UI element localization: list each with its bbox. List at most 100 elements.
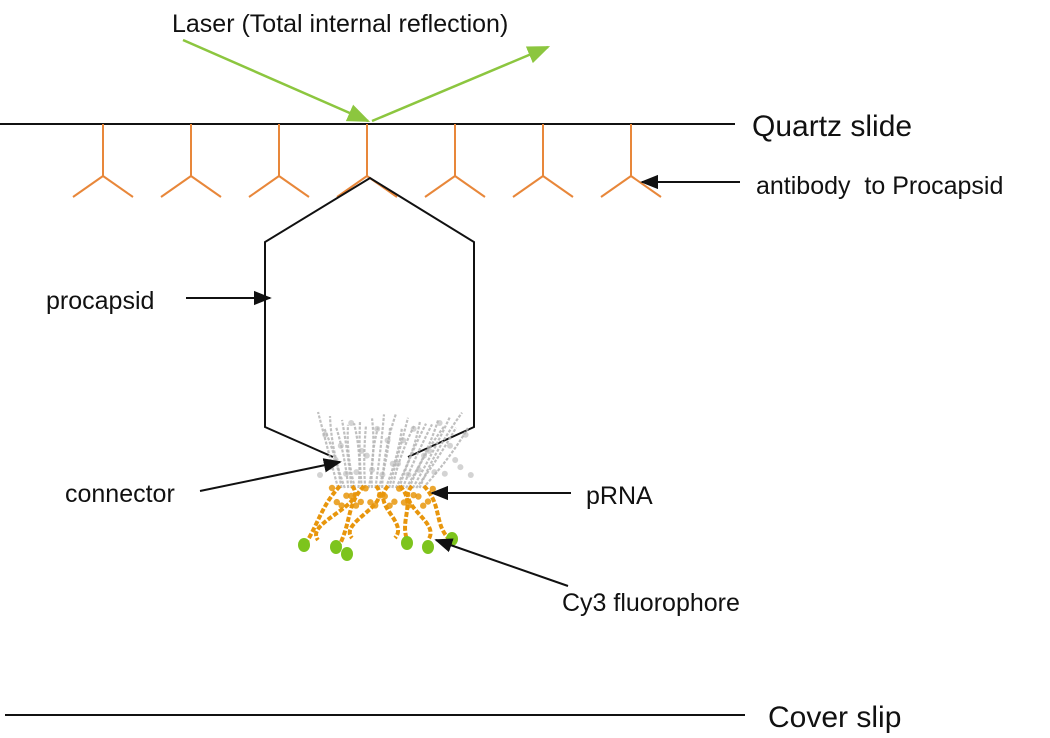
antibody-icon xyxy=(600,124,662,198)
connector-strand xyxy=(316,411,340,489)
prna-strand xyxy=(398,484,412,548)
connector-strand xyxy=(346,424,357,489)
prna-strand xyxy=(347,484,382,540)
antibody-icon xyxy=(512,124,574,198)
connector-strand xyxy=(381,413,398,489)
connector-blob xyxy=(410,425,417,432)
antibody-icon xyxy=(72,124,134,198)
connector-strand xyxy=(398,423,427,489)
prna-blob xyxy=(396,485,403,492)
prna-blob xyxy=(420,502,427,509)
prna-blob xyxy=(400,499,408,506)
prna-strand xyxy=(422,484,450,540)
antibody-label: antibody to Procapsid xyxy=(756,172,1003,200)
connector-label: connector xyxy=(65,480,175,508)
connector-strand xyxy=(374,414,386,489)
connector-blob xyxy=(400,437,407,444)
antibody-icon xyxy=(160,124,222,198)
connector-arrow xyxy=(199,458,342,492)
connector-blob xyxy=(436,420,443,427)
cy3-fluorophore-label: Cy3 fluorophore xyxy=(562,589,740,617)
prna-blob xyxy=(348,492,355,500)
connector-strand xyxy=(363,425,368,489)
prna-blob xyxy=(381,493,388,500)
connector-strand xyxy=(387,417,410,489)
connector-blob xyxy=(374,425,381,432)
connector-blob xyxy=(467,471,474,478)
connector-strand xyxy=(411,416,451,489)
laser-beam xyxy=(182,38,551,123)
prna-blob xyxy=(343,492,350,499)
prna-blob xyxy=(333,498,340,506)
pointer-arrows xyxy=(186,174,740,587)
connector-blob xyxy=(317,472,323,478)
quartz-slide-label: Quartz slide xyxy=(752,110,912,143)
connector-blob xyxy=(337,442,344,449)
connector-strand xyxy=(340,419,353,489)
cy3-arrow xyxy=(434,538,569,587)
connector-strand xyxy=(415,427,457,489)
connector-strand xyxy=(367,418,375,489)
prna-blob xyxy=(376,492,384,499)
prna-blob xyxy=(362,485,369,492)
fluorophore-icon xyxy=(401,536,413,550)
connector-blob xyxy=(441,470,448,477)
cy3-fluorophores xyxy=(298,532,458,561)
connector-blob xyxy=(405,471,412,478)
connector-complex xyxy=(316,411,474,489)
prna-blob xyxy=(410,491,417,499)
connector-strand xyxy=(394,421,422,489)
fluorophore-icon xyxy=(341,547,353,561)
connector-blob xyxy=(421,452,427,459)
prna-blob xyxy=(386,502,393,509)
fluorophore-icon xyxy=(298,538,310,552)
prna-blob xyxy=(372,502,379,509)
connector-strand xyxy=(401,423,433,489)
connector-blob xyxy=(452,456,459,463)
connector-blob xyxy=(353,469,360,476)
connector-blob xyxy=(426,447,433,454)
prna-blob xyxy=(328,484,336,492)
procapsid-shell xyxy=(264,176,475,458)
antibody-row xyxy=(72,124,662,198)
connector-blob xyxy=(389,460,396,467)
connector-blob xyxy=(457,464,464,471)
connector-blob xyxy=(447,442,453,449)
prna-blob xyxy=(367,499,374,506)
connector-blob xyxy=(462,431,469,438)
prna-strand xyxy=(381,484,400,540)
connector-blob xyxy=(322,431,329,438)
connector-blob xyxy=(369,466,375,473)
connector-strand xyxy=(334,426,350,489)
connector-strand xyxy=(391,425,415,489)
prna-strand xyxy=(336,484,366,549)
prna-blob xyxy=(391,498,398,505)
connector-strand xyxy=(384,427,404,489)
laser-label: Laser (Total internal reflection) xyxy=(172,10,508,38)
laser-incident-ray xyxy=(182,38,371,123)
connector-strand xyxy=(322,427,343,489)
connector-strand xyxy=(328,416,346,489)
connector-blob xyxy=(348,419,355,426)
connector-strand xyxy=(370,427,380,489)
antibody-icon xyxy=(336,124,398,198)
connector-blob xyxy=(363,452,370,459)
laser-reflected-ray xyxy=(371,45,551,123)
connector-blob xyxy=(343,470,349,477)
prna-blob xyxy=(429,485,436,493)
prna-strand xyxy=(314,484,357,542)
prna-label: pRNA xyxy=(586,482,653,510)
connector-blob xyxy=(395,460,401,467)
connector-blob xyxy=(431,469,438,476)
prna-blob xyxy=(357,498,364,506)
prna-strand xyxy=(406,484,433,542)
procapsid-label: procapsid xyxy=(46,287,154,315)
connector-strand xyxy=(358,421,363,489)
connector-blob xyxy=(415,466,422,473)
prna-blob xyxy=(405,502,412,509)
prna-blob xyxy=(424,498,432,505)
prna-blob xyxy=(352,502,360,509)
fluorophore-icon xyxy=(330,540,342,554)
prna-blob xyxy=(338,502,345,509)
prna-strands xyxy=(303,484,450,549)
